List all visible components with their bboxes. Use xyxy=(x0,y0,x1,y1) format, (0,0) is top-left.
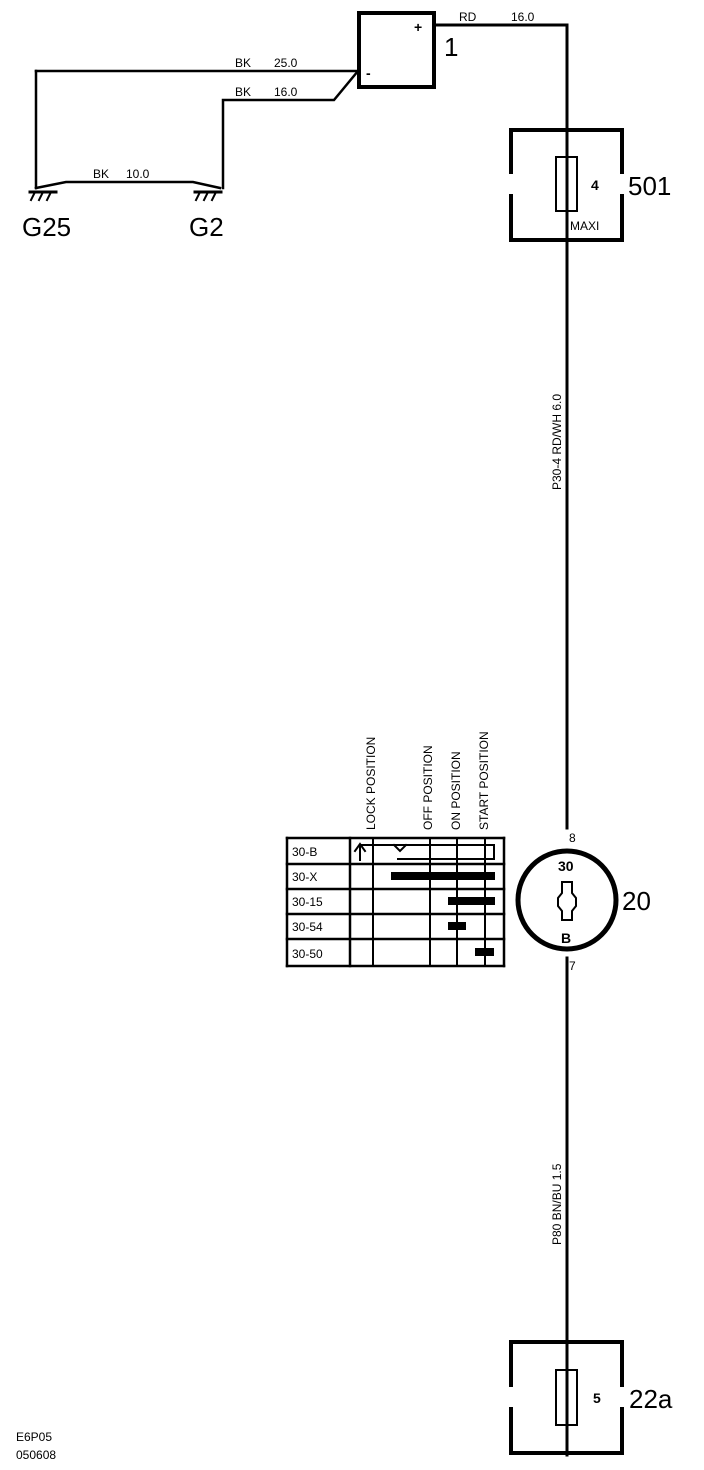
ignition-switch-upper-label: 30 xyxy=(558,858,574,874)
wire-label-bk-16-color: BK xyxy=(235,85,251,99)
table-row-30-54: 30-54 xyxy=(292,920,323,934)
ground-ref-g2: G2 xyxy=(189,212,224,242)
fuse-22a: 5 xyxy=(506,1340,627,1455)
wire-label-p30-4: P30-4 RD/WH 6.0 xyxy=(550,394,564,490)
table-row-30-b: 30-B xyxy=(292,845,317,859)
contact-bar-30-15 xyxy=(448,897,495,905)
footer-code: E6P05 xyxy=(16,1430,52,1444)
wire-label-p80: P80 BN/BU 1.5 xyxy=(550,1163,564,1245)
wire-label-bk-16-size: 16.0 xyxy=(274,85,298,99)
wire-label-rd-size: 16.0 xyxy=(511,10,535,24)
ignition-switch-20: 30 B 8 7 xyxy=(515,831,619,973)
contact-bar-30-x xyxy=(391,872,495,880)
ignition-switch-top-pin: 8 xyxy=(569,831,576,845)
switch-position-table: LOCK POSITION OFF POSITION ON POSITION S… xyxy=(285,731,506,968)
table-col-on: ON POSITION xyxy=(449,751,463,830)
fuse-22a-pin: 5 xyxy=(593,1390,601,1406)
ground-symbol-g2 xyxy=(193,190,223,202)
maxi-fuse-ref: 501 xyxy=(628,171,671,201)
maxi-fuse-type: MAXI xyxy=(570,219,599,233)
wire-label-bk-25-size: 25.0 xyxy=(274,56,298,70)
wire-label-bk-25-color: BK xyxy=(235,56,251,70)
ground-wiring xyxy=(34,69,360,190)
contact-bar-30-54 xyxy=(448,922,466,930)
contact-bar-30-50 xyxy=(475,948,494,956)
ground-symbol-g25 xyxy=(28,190,58,202)
table-row-30-15: 30-15 xyxy=(292,895,323,909)
battery: + - 1 xyxy=(357,11,458,89)
table-col-off: OFF POSITION xyxy=(421,745,435,830)
wire-label-rd: RD xyxy=(459,10,477,24)
wire-label-bk-10-color: BK xyxy=(93,167,109,181)
table-row-30-50: 30-50 xyxy=(292,947,323,961)
fuse-22a-ref: 22a xyxy=(629,1384,673,1414)
table-col-lock: LOCK POSITION xyxy=(364,737,378,830)
battery-minus-label: - xyxy=(366,65,371,81)
footer-date: 050608 xyxy=(16,1448,56,1462)
table-col-start: START POSITION xyxy=(477,731,491,830)
wire-label-bk-10-size: 10.0 xyxy=(126,167,150,181)
maxi-fuse-pin: 4 xyxy=(591,177,599,193)
table-row-30-x: 30-X xyxy=(292,870,317,884)
ignition-switch-lower-label: B xyxy=(561,930,571,946)
ignition-switch-bottom-pin: 7 xyxy=(569,959,576,973)
battery-plus-label: + xyxy=(414,19,422,35)
ignition-switch-ref: 20 xyxy=(622,886,651,916)
battery-ref: 1 xyxy=(444,32,458,62)
ground-ref-g25: G25 xyxy=(22,212,71,242)
maxi-fuse-501: 4 MAXI xyxy=(506,128,627,242)
key-rotation-symbol xyxy=(353,842,495,861)
